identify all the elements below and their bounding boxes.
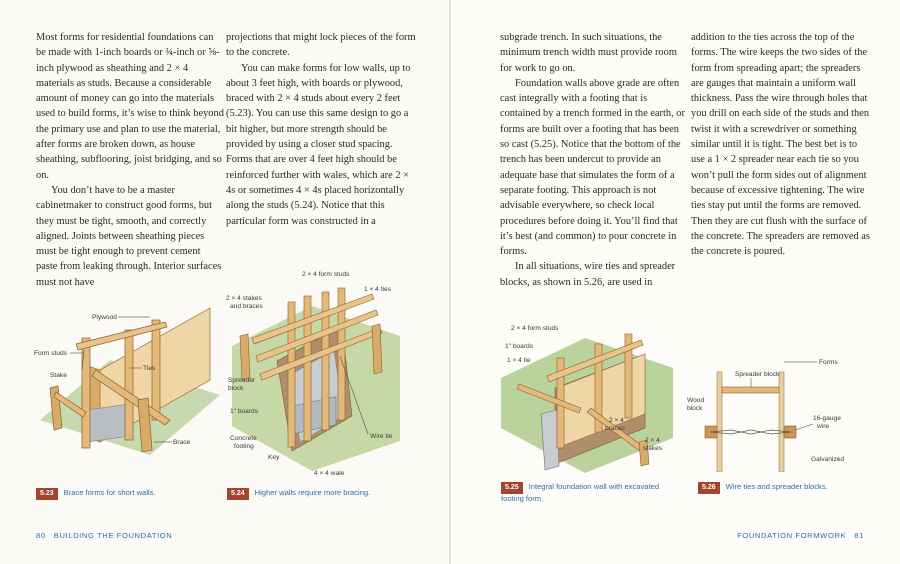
paragraph: subgrade trench. In such situations, the… — [500, 32, 677, 74]
figure-5-25-caption: 5.25 Integral foundation wall with excava… — [501, 482, 659, 504]
label-braces: 2 × 4 — [609, 417, 624, 424]
left-column-2: projections that might lock pieces of th… — [226, 30, 416, 229]
label-ties: Ties — [143, 365, 156, 372]
figure-number-badge: 5.23 — [36, 488, 58, 500]
label-plywood: Plywood — [92, 314, 117, 321]
left-column-1: Most forms for residential foundations c… — [36, 30, 224, 290]
label-wood-block: block — [687, 405, 703, 412]
figure-number-badge: 5.25 — [501, 482, 523, 494]
figure-5-24-caption: 5.24 Higher walls require more bracing. — [227, 488, 370, 500]
right-folio: FOUNDATION FORMWORK 81 — [737, 531, 864, 540]
label-boards: 1" boards — [505, 343, 534, 350]
label-concrete-footing: Concrete — [230, 435, 257, 442]
label-braces: braces — [605, 425, 625, 432]
label-spreader-block: block — [228, 385, 244, 392]
left-page: Most forms for residential foundations c… — [0, 0, 449, 564]
label-tie: 1 × 4 tie — [507, 357, 531, 364]
figure-5-25-illustration: 2 × 4 form studs 1" boards 1 × 4 tie 2 ×… — [495, 318, 675, 478]
label-key: Key — [268, 454, 280, 461]
right-column-2: addition to the ties across the top of t… — [691, 30, 873, 259]
label-forms: Forms — [819, 359, 838, 366]
figure-number-badge: 5.24 — [227, 488, 249, 500]
label-wood-block: Wood — [687, 397, 704, 404]
page-number: 81 — [854, 531, 864, 540]
running-head: BUILDING THE FOUNDATION — [53, 531, 173, 540]
paragraph: addition to the ties across the top of t… — [691, 32, 870, 258]
right-column-1: subgrade trench. In such situations, the… — [500, 30, 688, 290]
page-number: 80 — [36, 531, 46, 540]
label-concrete-footing: footing — [234, 443, 254, 450]
label-boards: 1" boards — [230, 408, 259, 415]
label-form-studs: 2 × 4 form studs — [511, 325, 559, 332]
figure-5-26-caption: 5.26 Wire ties and spreader blocks. — [698, 482, 828, 494]
label-galvanized: Galvanized — [811, 456, 844, 463]
label-stake: Stake — [50, 372, 67, 379]
paragraph: Most forms for residential foundations c… — [36, 32, 224, 181]
figure-5-24-illustration: 2 × 4 form studs 1 × 4 ties 2 × 4 stakes… — [222, 266, 402, 481]
label-wire-tie: Wire tie — [370, 433, 393, 440]
paragraph: projections that might lock pieces of th… — [226, 32, 416, 59]
label-stakes: 2 × 4 — [645, 437, 660, 444]
label-wire: 16-gauge — [813, 415, 841, 422]
label-stakes: and braces — [230, 303, 263, 310]
label-stakes: stakes — [643, 445, 663, 452]
caption-text: Integral foundation wall with excavated — [528, 482, 660, 491]
paragraph: You can make forms for low walls, up to … — [226, 62, 411, 227]
paragraph: Foundation walls above grade are often c… — [500, 77, 685, 258]
running-head: FOUNDATION FORMWORK — [737, 531, 847, 540]
right-page: subgrade trench. In such situations, the… — [451, 0, 900, 564]
label-form-studs: Form studs — [34, 350, 68, 357]
left-folio: 80 BUILDING THE FOUNDATION — [36, 531, 172, 540]
figure-5-23-caption: 5.23 Brace forms for short walls. — [36, 488, 156, 500]
label-wire: wire — [816, 423, 829, 430]
caption-text: Brace forms for short walls. — [63, 488, 156, 497]
paragraph: In all situations, wire ties and spreade… — [500, 261, 676, 288]
label-wale: 4 × 4 wale — [314, 470, 345, 477]
caption-text: Wire ties and spreader blocks. — [725, 482, 828, 491]
figure-number-badge: 5.26 — [698, 482, 720, 494]
book-gutter — [449, 0, 451, 564]
label-spreader-block: Spreader block — [735, 371, 780, 378]
label-spreader-block: Spreader — [228, 377, 256, 384]
label-form-studs: 2 × 4 form studs — [302, 271, 350, 278]
figure-5-26-illustration: Forms Spreader block Wood block 16-gauge… — [687, 342, 887, 472]
label-ties: 1 × 4 ties — [364, 286, 392, 293]
paragraph: You don’t have to be a master cabinetmak… — [36, 184, 222, 288]
figure-5-23-illustration: Plywood Form studs Stake Ties Brace — [30, 300, 220, 475]
caption-text: Higher walls require more bracing. — [254, 488, 371, 497]
label-stakes: 2 × 4 stakes — [226, 295, 262, 302]
caption-text: footing form. — [501, 494, 544, 503]
label-brace: Brace — [173, 439, 191, 446]
